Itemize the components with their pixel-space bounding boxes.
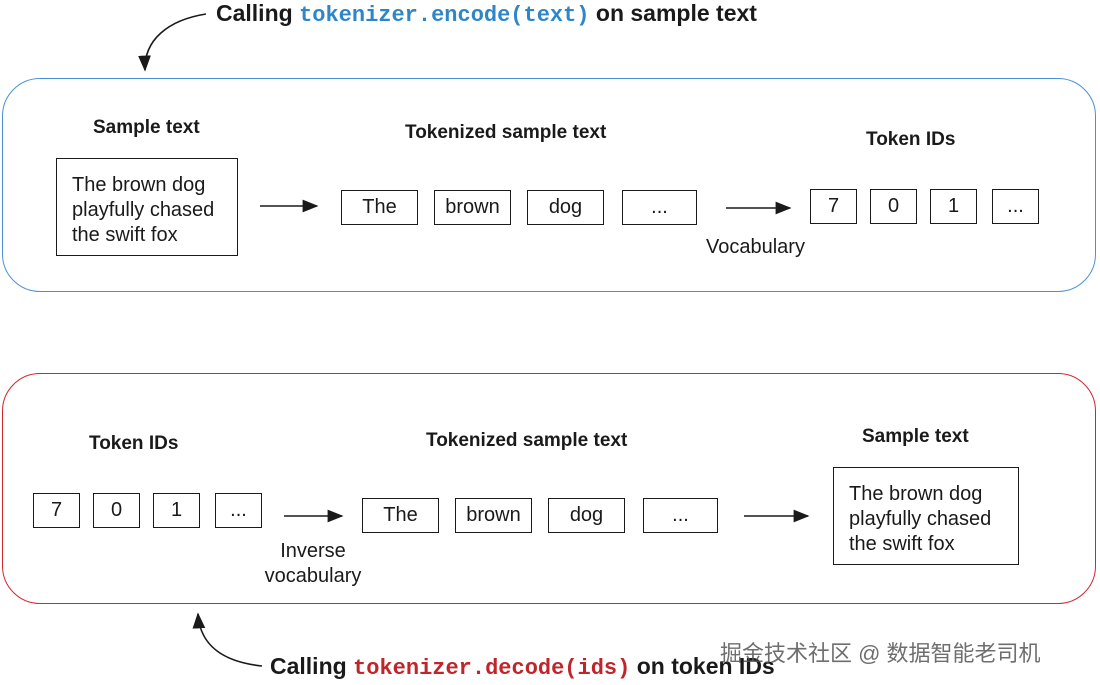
decode-sample-text-heading: Sample text: [862, 426, 969, 447]
token-box: dog: [527, 190, 604, 225]
token-id-box: 1: [153, 493, 200, 528]
token-id-box: 7: [33, 493, 80, 528]
watermark: 掘金技术社区 @ 数据智能老司机: [720, 641, 1041, 666]
sample-text-line: the swift fox: [849, 533, 955, 555]
vocabulary-label: Vocabulary: [706, 236, 805, 258]
token-id-box: ...: [215, 493, 262, 528]
sample-text-line: playfully chased: [849, 508, 992, 530]
decode-token-ids-heading: Token IDs: [89, 433, 179, 454]
token-box: ...: [643, 498, 718, 533]
sample-text-line: The brown dog: [849, 483, 983, 505]
encode-tokenized-heading: Tokenized sample text: [405, 122, 607, 143]
token-box: The: [362, 498, 439, 533]
sample-text-line: the swift fox: [72, 224, 178, 246]
encode-callout-prefix: Calling: [216, 0, 293, 26]
sample-text-line: playfully chased: [72, 199, 215, 221]
token-box: dog: [548, 498, 625, 533]
decode-callout-prefix: Calling: [270, 653, 347, 679]
encode-callout: Calling tokenizer.encode(text) on sample…: [216, 0, 757, 28]
decode-sample-text-box: The brown dog playfully chased the swift…: [833, 467, 1019, 565]
decode-callout-code: tokenizer.decode(ids): [353, 656, 631, 681]
encode-sample-text-heading: Sample text: [93, 117, 200, 138]
token-id-box: 1: [930, 189, 977, 224]
encode-callout-suffix: on sample text: [595, 0, 757, 26]
token-box: ...: [622, 190, 697, 225]
token-id-box: 0: [93, 493, 140, 528]
token-box: The: [341, 190, 418, 225]
decode-callout-pointer: [192, 612, 263, 667]
encode-sample-text-box: The brown dog playfully chased the swift…: [56, 158, 238, 256]
token-id-box: 7: [810, 189, 857, 224]
inverse-vocabulary-label: Inverse vocabulary: [262, 539, 364, 589]
decode-callout-suffix: on token IDs: [636, 653, 775, 679]
token-box: brown: [455, 498, 532, 533]
decode-tokenized-heading: Tokenized sample text: [426, 430, 628, 451]
token-id-box: 0: [870, 189, 917, 224]
encode-callout-pointer: [138, 13, 207, 72]
decode-callout: Calling tokenizer.decode(ids) on token I…: [270, 653, 775, 681]
decode-panel: [2, 373, 1096, 604]
inverse-vocabulary-line: Inverse: [280, 540, 346, 562]
token-id-box: ...: [992, 189, 1039, 224]
encode-token-ids-heading: Token IDs: [866, 129, 956, 150]
inverse-vocabulary-line: vocabulary: [264, 565, 362, 587]
sample-text-line: The brown dog: [72, 174, 206, 196]
token-box: brown: [434, 190, 511, 225]
encode-panel: [2, 78, 1096, 292]
encode-callout-code: tokenizer.encode(text): [299, 3, 590, 28]
